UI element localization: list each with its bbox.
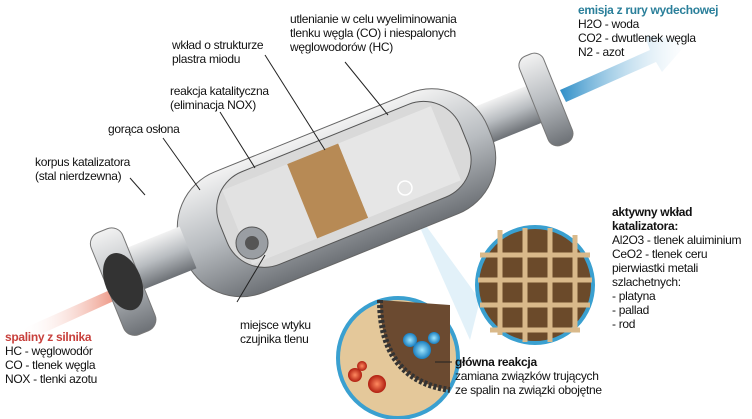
label-line: plastra miodu: [172, 52, 241, 66]
active-insert-item: pierwiastki metali: [612, 261, 698, 275]
reaction-magnifier: [336, 296, 460, 419]
emission-title: emisja z rury wydechowej: [578, 3, 719, 17]
emission-out-arrow: [560, 36, 690, 102]
exhaust-in-block: spaliny z silnika HC - węglowodór CO - t…: [5, 330, 97, 386]
label-line: (stal nierdzewna): [35, 169, 122, 183]
label-line: czujnika tlenu: [240, 332, 309, 346]
label-line: (eliminacja NOX): [170, 98, 256, 112]
label-line: korpus katalizatora: [35, 155, 131, 169]
oxidation-label: utlenianie w celu wyeliminowania tlenku …: [290, 12, 457, 54]
active-insert-block: aktywny wkład katalizatora: Al2O3 - tlen…: [612, 205, 742, 331]
label-line: węglowodorów (HC): [290, 40, 393, 54]
exhaust-in-item: NOX - tlenki azotu: [5, 372, 97, 386]
active-insert-title: aktywny wkład: [612, 205, 693, 219]
emission-item: H2O - woda: [578, 17, 640, 31]
main-reaction-title: główna reakcja: [455, 355, 537, 369]
active-insert-item: - pallad: [612, 303, 649, 317]
sensor-label: miejsce wtyku czujnika tlenu: [240, 318, 311, 346]
body-label: korpus katalizatora (stal nierdzewna): [35, 155, 130, 183]
label-line: miejsce wtyku: [240, 318, 311, 332]
heat-shield-label: gorąca osłona: [108, 122, 180, 136]
exhaust-in-item: HC - węglowodór: [5, 344, 93, 358]
active-insert-item: CeO2 - tlenek ceru: [612, 247, 708, 261]
active-insert-item: - platyna: [612, 289, 656, 303]
active-insert-item: - rod: [612, 317, 636, 331]
main-reaction-item: zamiana związków trujących: [455, 369, 599, 383]
exhaust-in-title: spaliny z silnika: [5, 330, 92, 344]
active-insert-item: szlachetnych:: [612, 275, 681, 289]
label-line: tlenku węgla (CO) i niespalonych: [290, 26, 456, 40]
active-insert-item: Al2O3 - tlenek aluiminium: [612, 233, 742, 247]
label-line: reakcja katalityczna: [170, 84, 269, 98]
emission-block: emisja z rury wydechowej H2O - woda CO2 …: [578, 3, 719, 59]
main-reaction-item: ze spalin na związki obojętne: [455, 383, 602, 397]
label-line: gorąca osłona: [108, 122, 180, 136]
main-reaction-block: główna reakcja zamiana związków trującyc…: [455, 355, 602, 397]
honeycomb-magnifier: [475, 225, 595, 345]
catalytic-reaction-label: reakcja katalityczna (eliminacja NOX): [170, 84, 269, 112]
emission-item: N2 - azot: [578, 45, 624, 59]
label-line: utlenianie w celu wyeliminowania: [290, 12, 457, 26]
leader-lines: [129, 54, 452, 363]
active-insert-title: katalizatora:: [612, 219, 679, 233]
exhaust-in-item: CO - tlenek węgla: [5, 358, 96, 372]
label-line: wkład o strukturze: [172, 38, 264, 52]
honeycomb-label: wkład o strukturze plastra miodu: [172, 38, 264, 66]
emission-item: CO2 - dwutlenek węgla: [578, 31, 696, 45]
